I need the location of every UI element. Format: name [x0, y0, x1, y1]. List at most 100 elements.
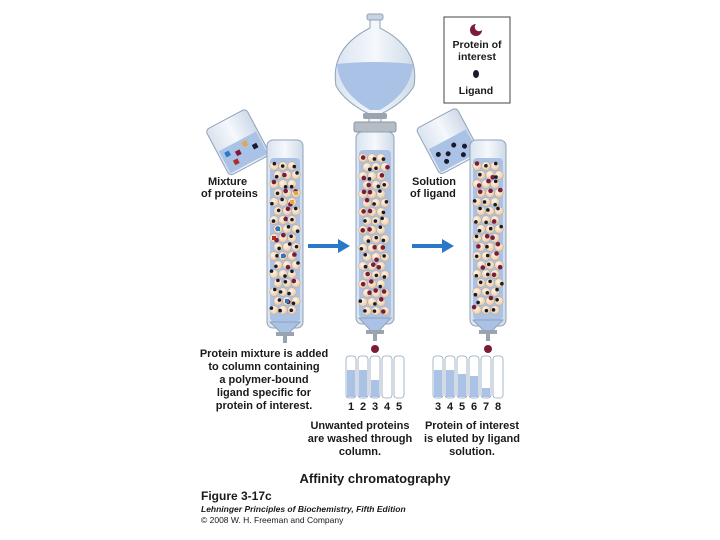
protein-particle [484, 233, 490, 239]
unwanted-protein [285, 299, 289, 303]
ligand-particle [367, 177, 372, 181]
fraction-tubes-set-1 [345, 355, 405, 399]
ligand-particle [372, 309, 377, 313]
polymer-bead [273, 242, 283, 252]
protein-particle [497, 264, 503, 270]
ligand-particle [271, 219, 276, 223]
protein-particle [285, 206, 291, 212]
ligand-particle [478, 206, 482, 211]
protein-particle [370, 262, 376, 267]
column-3 [469, 139, 507, 353]
protein-particle [367, 227, 372, 232]
protein-particle [369, 279, 374, 284]
ligand-solution-beaker [416, 108, 480, 175]
step-2-caption: Unwanted proteins are washed through col… [308, 420, 413, 458]
protein-particle [365, 271, 370, 277]
ligand-particle [275, 191, 280, 196]
ligand-particle [366, 239, 371, 243]
protein-particle [360, 281, 366, 287]
ligand-particle [373, 219, 378, 223]
collection-tube [492, 355, 504, 399]
caption-line: to column containing [208, 361, 319, 373]
protein-particle [281, 232, 286, 238]
ligand-particle [372, 202, 376, 206]
ligand-particle [484, 308, 489, 313]
protein-particle [477, 189, 483, 195]
unwanted-protein [281, 254, 285, 258]
polymer-bead [362, 306, 372, 316]
fraction-number: 6 [471, 401, 477, 413]
ligand-particle [474, 234, 479, 239]
protein-of-interest-icon [470, 24, 482, 36]
protein-particle [490, 235, 495, 241]
ligand-particle [474, 220, 478, 224]
ligand-particle [496, 206, 500, 211]
ligand-particle [376, 184, 381, 189]
protein-particle [361, 189, 367, 195]
caption-line: protein of interest. [216, 400, 313, 412]
ligand-particle [280, 164, 285, 168]
ligand-particle [488, 226, 493, 231]
ligand-particle [378, 225, 383, 229]
ligand-particle [374, 166, 378, 171]
tube-liquid [347, 370, 355, 397]
caption-line: column. [339, 446, 381, 458]
protein-particle [474, 161, 480, 166]
tube-liquid [434, 370, 442, 397]
arrow-to-wash-step [308, 239, 350, 253]
ligand-particle [287, 242, 292, 246]
protein-particle [494, 251, 499, 256]
ligand-particle [478, 280, 483, 285]
ligand-particle [293, 206, 298, 211]
ligand-particle [292, 164, 297, 169]
fraction-number: 1 [348, 401, 354, 413]
legend-protein-label-2: interest [458, 51, 496, 63]
protein-particle [476, 183, 482, 188]
protein-particle [374, 257, 379, 263]
ligand-particle [269, 306, 274, 310]
protein-particle [364, 197, 370, 203]
caption-line: ligand specific for [217, 387, 312, 399]
ligand-particle [384, 200, 389, 204]
ligand-particle [277, 298, 282, 302]
ligand-particle [278, 308, 282, 313]
fraction-tubes-set-2 [432, 355, 504, 399]
ligand-particle [294, 244, 299, 249]
protein-particle [379, 173, 385, 178]
column-1-beads [269, 161, 301, 315]
collection-tube [480, 355, 492, 399]
protein-particle [491, 272, 497, 278]
unwanted-protein [290, 200, 294, 204]
unwanted-protein [272, 236, 276, 240]
protein-mixture-beaker [206, 109, 270, 176]
mixture-label-1: Mixture [208, 176, 247, 188]
ligand-particle [290, 217, 294, 222]
protein-particle [292, 252, 297, 257]
ligand-particle [382, 275, 387, 279]
protein-particle [291, 278, 297, 284]
ligand-particle [291, 301, 296, 306]
ligand-particle [295, 171, 299, 175]
fraction-number: 4 [447, 401, 454, 413]
ligand-particle [290, 269, 294, 274]
protein-particle [367, 290, 372, 295]
ligand-particle [286, 224, 291, 229]
protein-particle [361, 175, 367, 181]
ligand-particle [295, 229, 300, 233]
ligand-particle [359, 246, 364, 251]
book-title: Lehninger Principles of Biochemistry, Fi… [201, 504, 406, 514]
caption-line: solution. [449, 446, 495, 458]
caption-line: is eluted by ligand [424, 433, 520, 445]
protein-particle [376, 264, 382, 270]
ligand-particle [476, 300, 480, 305]
ligand-particle [484, 163, 488, 168]
ligand-particle [495, 297, 499, 302]
polymer-bead [282, 278, 292, 288]
ligand-particle [358, 299, 363, 303]
column-2-beads [358, 153, 390, 316]
ligand-particle [493, 179, 498, 184]
protein-particle [488, 295, 494, 301]
copyright: © 2008 W. H. Freeman and Company [201, 515, 344, 525]
protein-particle [360, 155, 366, 160]
ligand-particle [274, 264, 278, 269]
